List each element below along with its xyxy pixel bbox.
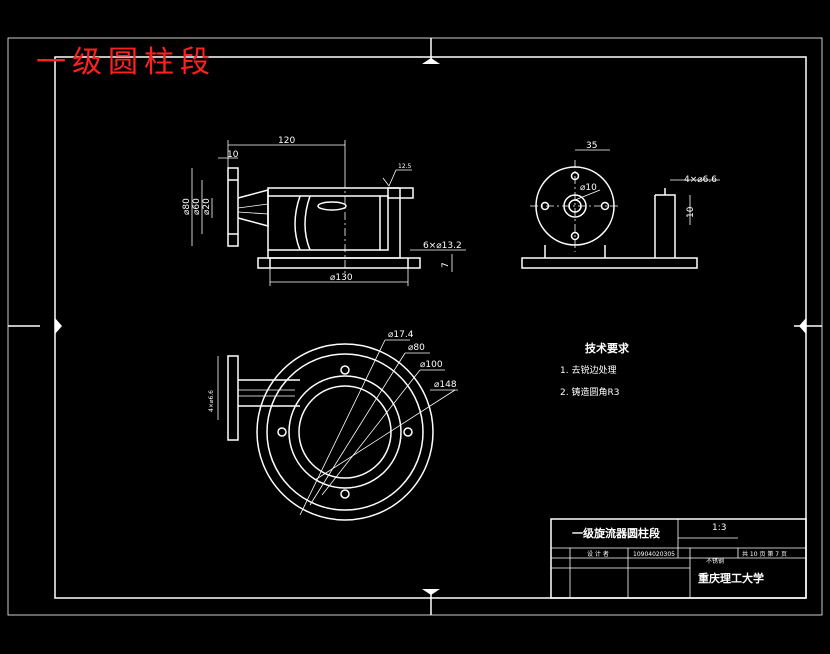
side-view: 35 ⌀10 4×⌀6.6 10 xyxy=(521,141,720,269)
dim-dia-60-front: ⌀60 xyxy=(192,198,202,215)
dim-dia-130: ⌀130 xyxy=(330,273,353,283)
front-view: 120 10 ⌀80 ⌀60 ⌀20 12.5 6×⌀13.2 7 ⌀130 xyxy=(182,136,466,286)
dim-holes-front: 6×⌀13.2 xyxy=(423,241,462,251)
dim-35: 35 xyxy=(586,141,597,151)
top-view: ⌀17.4 ⌀80 ⌀100 ⌀148 4×⌀6.6 xyxy=(208,330,458,521)
roughness-symbol: 12.5 xyxy=(398,163,412,170)
dim-dia-10-side: ⌀10 xyxy=(580,183,597,193)
dim-120: 120 xyxy=(278,136,295,146)
dim-dia-17-4: ⌀17.4 xyxy=(388,330,414,340)
tech-requirement-1: 1. 去锐边处理 xyxy=(560,364,616,376)
dim-holes-side: 4×⌀6.6 xyxy=(684,175,717,185)
dim-dia-20-front: ⌀20 xyxy=(202,198,212,215)
overlay-title: 一级圆柱段 xyxy=(36,45,216,80)
dim-7: 7 xyxy=(441,262,451,268)
dim-dia-80-front: ⌀80 xyxy=(182,198,192,215)
title-school: 重庆理工大学 xyxy=(698,571,764,585)
title-sheets: 共 10 页 第 7 页 xyxy=(742,550,787,558)
title-drawing-no: 10904020305 xyxy=(633,551,675,558)
outer-frame xyxy=(7,37,823,616)
dim-dia-100-top: ⌀100 xyxy=(420,360,443,370)
drawing-border xyxy=(54,56,807,599)
tech-requirements-title: 技术要求 xyxy=(585,341,630,355)
dim-10-side: 10 xyxy=(686,206,696,218)
title-material: 不锈钢 xyxy=(706,557,724,565)
title-designer-label: 设 计 者 xyxy=(587,550,609,558)
dim-10-front: 10 xyxy=(227,150,239,160)
tech-requirements: 技术要求 1. 去锐边处理 2. 铸造圆角R3 xyxy=(560,341,630,398)
title-scale: 1:3 xyxy=(712,523,726,533)
title-part-name: 一级旋流器圆柱段 xyxy=(572,526,660,540)
dim-dia-80-top: ⌀80 xyxy=(408,343,425,353)
dim-dia-148: ⌀148 xyxy=(434,380,457,390)
title-block: 一级旋流器圆柱段 1:3 设 计 者 10904020305 不锈钢 共 10 … xyxy=(550,518,807,599)
tech-requirement-2: 2. 铸造圆角R3 xyxy=(560,386,619,398)
dim-flange-holes: 4×⌀6.6 xyxy=(208,390,215,412)
